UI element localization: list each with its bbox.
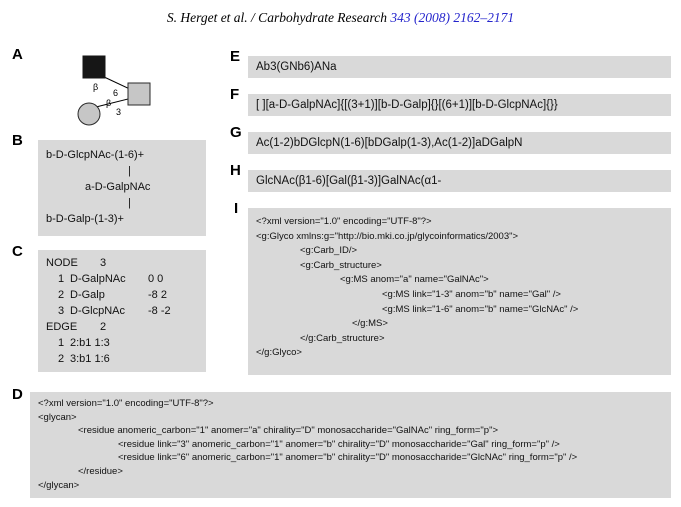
xml-line: <residue anomeric_carbon="1" anomer="a" … xyxy=(78,425,498,437)
xml-line: <?xml version="1.0" encoding="UTF-8"?> xyxy=(256,216,432,227)
panel-label-g: G xyxy=(230,124,242,141)
linucs-text: [ ][a-D-GalpNAc]{[(3+1)][b-D-Galp]{}[(6+… xyxy=(256,99,558,111)
panel-f-linucs-bar: [ ][a-D-GalpNAc]{[(3+1)][b-D-Galp]{}[(6+… xyxy=(248,94,671,116)
glycan-symbol-diagram: β 6 β 3 xyxy=(77,55,151,126)
panel-h-iupac-condensed-bar: GlcNAc(β1-6)[Gal(β1-3)]GalNAc(α1- xyxy=(248,170,671,192)
gray-square-icon xyxy=(127,82,151,106)
xml-line: <g:MS link="1-6" anom="b" name="GlcNAc" … xyxy=(382,303,579,315)
xml-line: <g:Carb_ID/> xyxy=(300,245,358,257)
panel-label-e: E xyxy=(230,48,241,65)
iupac-condensed-text: GlcNAc(β1-6)[Gal(β1-3)]GalNAc(α1- xyxy=(256,175,442,187)
panel-b-iupac-box: b-D-GlcpNAc-(1-6)+ | a-D-GalpNAc | b-D-G… xyxy=(38,140,206,236)
xml-line: <g:MS anom="a" name="GalNAc"> xyxy=(340,274,489,286)
black-square-icon xyxy=(82,55,106,79)
kcf-node-count: 3 xyxy=(100,257,107,269)
running-head-authors: S. Herget et al. / Carbohydrate Research xyxy=(166,10,391,25)
kcf-node-coords: -8 2 xyxy=(148,289,167,301)
kcf-edge-keyword: EDGE xyxy=(46,321,78,333)
xml-line: <g:Carb_structure> xyxy=(300,259,382,271)
kcf-node-index: 2 xyxy=(58,289,65,301)
kcf-edge-index: 2 xyxy=(58,353,65,365)
xml-line: <residue link="6" anomeric_carbon="1" an… xyxy=(118,452,578,464)
edge-label-anomer-bottom: β xyxy=(106,98,111,108)
panel-label-i: I xyxy=(234,200,239,217)
xml-line: </g:Glyco> xyxy=(256,347,302,359)
panel-label-a: A xyxy=(12,46,23,63)
xml-line: <residue link="3" anomeric_carbon="1" an… xyxy=(118,438,560,450)
edge-label-position-top: 6 xyxy=(113,88,118,98)
kcf-node-index: 1 xyxy=(58,273,65,285)
panel-label-b: B xyxy=(12,132,23,149)
panel-label-f: F xyxy=(230,86,240,103)
xml-line: </g:Carb_structure> xyxy=(300,332,385,344)
panel-label-d: D xyxy=(12,386,23,403)
kcf-node-row: 2 D-Galp -8 2 xyxy=(46,287,198,303)
linearcode-text: Ab3(GNb6)ANa xyxy=(256,61,337,73)
iupac-line: a-D-GalpNAc xyxy=(85,181,151,193)
kcf-edge-def: 3:b1 1:6 xyxy=(70,353,110,365)
kcf-node-index: 3 xyxy=(58,305,65,317)
edge-label-position-bottom: 3 xyxy=(116,107,121,117)
xml-line: </residue> xyxy=(78,465,123,477)
kcf-node-coords: -8 -2 xyxy=(148,305,171,317)
panel-label-h: H xyxy=(230,162,241,179)
kcf-edge-row: 2 3:b1 1:6 xyxy=(46,351,198,367)
xml-line: </g:MS> xyxy=(352,318,388,330)
panel-e-linearcode-bar: Ab3(GNb6)ANa xyxy=(248,56,671,78)
kcf-node-row: 3 D-GlcpNAc -8 -2 xyxy=(46,303,198,319)
kcf-edge-def: 2:b1 1:3 xyxy=(70,337,110,349)
xml-line: <glycan> xyxy=(38,411,77,423)
kcf-edge-count: 2 xyxy=(100,321,107,333)
kcf-edge-row: 1 2:b1 1:3 xyxy=(46,335,198,351)
kcf-node-name: D-Galp xyxy=(70,289,105,301)
iupac-line: b-D-GlcpNAc-(1-6)+ xyxy=(46,149,145,161)
xml-line: </glycan> xyxy=(38,479,80,491)
kcf-node-keyword: NODE xyxy=(46,257,78,269)
bcsdb-text: Ac(1-2)bDGlcpN(1-6)[bDGalp(1-3),Ac(1-2)]… xyxy=(256,137,523,149)
xml-line: <g:Glyco xmlns:g="http://bio.mki.co.jp/g… xyxy=(256,230,519,242)
kcf-node-name: D-GlcpNAc xyxy=(70,305,126,317)
kcf-edge-index: 1 xyxy=(58,337,65,349)
kcf-node-name: D-GalpNAc xyxy=(70,273,126,285)
xml-line: <g:MS link="1-3" anom="b" name="Gal" /> xyxy=(382,288,561,300)
edge-label-anomer-top: β xyxy=(93,82,98,92)
panel-label-c: C xyxy=(12,243,23,260)
running-head-citation-link[interactable]: 343 (2008) 2162–2171 xyxy=(390,10,515,25)
iupac-branch-bar: | xyxy=(128,197,131,209)
xml-line: <?xml version="1.0" encoding="UTF-8"?> xyxy=(38,398,214,409)
running-head: S. Herget et al. / Carbohydrate Research… xyxy=(0,10,681,26)
gray-circle-icon xyxy=(77,102,101,126)
kcf-node-row: 1 D-GalpNAc 0 0 xyxy=(46,271,198,287)
kcf-node-coords: 0 0 xyxy=(148,273,164,285)
panel-g-bcsdb-bar: Ac(1-2)bDGlcpN(1-6)[bDGalp(1-3),Ac(1-2)]… xyxy=(248,132,671,154)
kcf-edge-header: EDGE 2 xyxy=(46,319,198,335)
kcf-node-header: NODE 3 xyxy=(46,255,198,271)
iupac-branch-bar: | xyxy=(128,165,131,177)
panel-i-xml-box: <?xml version="1.0" encoding="UTF-8"?> <… xyxy=(248,208,671,375)
iupac-line: b-D-Galp-(1-3)+ xyxy=(46,213,124,225)
panel-d-xml-box: <?xml version="1.0" encoding="UTF-8"?> <… xyxy=(30,392,671,498)
